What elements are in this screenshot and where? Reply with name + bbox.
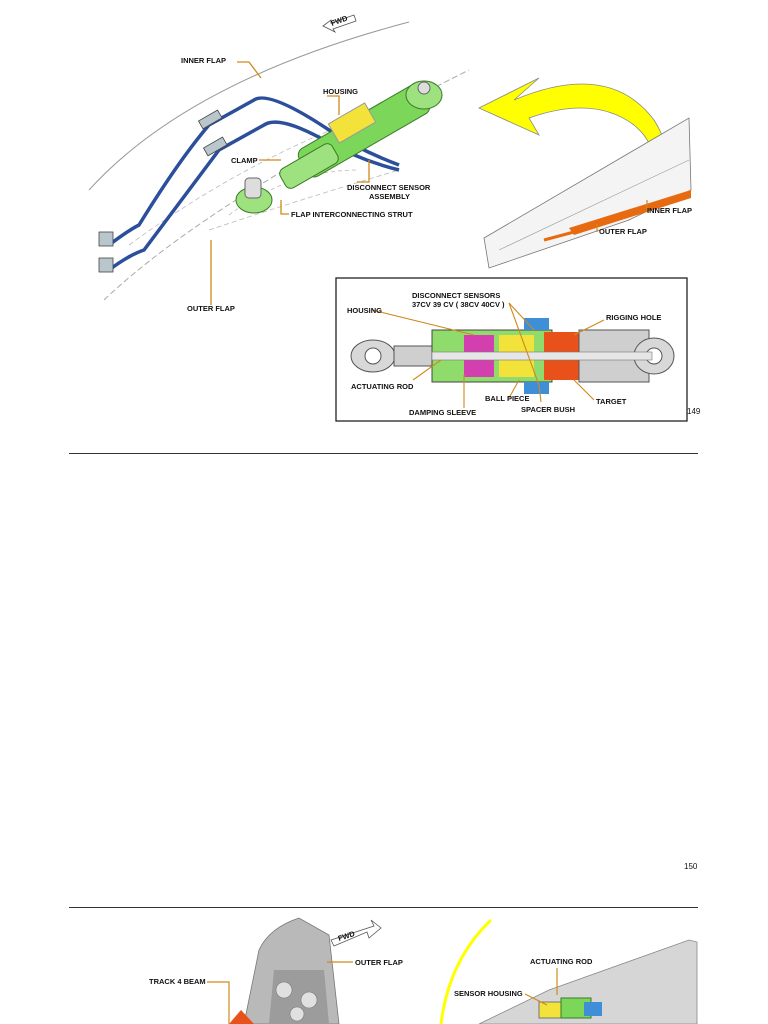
label-inner-flap: INNER FLAP bbox=[181, 56, 226, 65]
strut-sensor-figure: FWD INNER FLAP HOUSING CLAMP DISCONNECT … bbox=[88, 13, 701, 422]
inset-label-target: TARGET bbox=[596, 397, 627, 406]
label-disconnect-sensor-assembly: ASSEMBLY bbox=[369, 192, 410, 201]
label-wing-outer-flap: OUTER FLAP bbox=[599, 227, 647, 236]
label-disconnect-sensor: DISCONNECT SENSOR bbox=[347, 183, 431, 192]
inset-label-housing: HOUSING bbox=[347, 306, 382, 315]
label-actuating-rod-2: ACTUATING ROD bbox=[530, 957, 593, 966]
wing-sketch bbox=[483, 117, 692, 269]
label-track-beam: TRACK 4 BEAM bbox=[149, 977, 206, 986]
inset-label-sensors-ids: 37CV 39 CV ( 38CV 40CV ) bbox=[412, 300, 505, 309]
label-sensor-housing: SENSOR HOUSING bbox=[454, 989, 523, 998]
beam-leaders bbox=[207, 961, 558, 1024]
inset-leader-lines bbox=[371, 302, 605, 408]
label-outer-flap: OUTER FLAP bbox=[187, 304, 235, 313]
page-number-149: 149 bbox=[687, 407, 701, 416]
fwd-arrow-icon-2: FWD bbox=[330, 919, 382, 947]
page-divider-2 bbox=[69, 907, 698, 908]
label-flap-strut: FLAP INTERCONNECTING STRUT bbox=[291, 210, 413, 219]
label-outer-flap-2: OUTER FLAP bbox=[355, 958, 403, 967]
page-divider-1 bbox=[69, 453, 698, 454]
page-number-150: 150 bbox=[684, 862, 698, 871]
inset-label-actuating-rod: ACTUATING ROD bbox=[351, 382, 414, 391]
inset-label-rigging-hole: RIGGING HOLE bbox=[606, 313, 661, 322]
label-housing: HOUSING bbox=[323, 87, 358, 96]
inset-label-ball-piece: BALL PIECE bbox=[485, 394, 529, 403]
wing-leaders bbox=[596, 200, 648, 232]
fwd-arrow-icon: FWD bbox=[322, 13, 357, 34]
inset-label-spacer-bush: SPACER BUSH bbox=[521, 405, 575, 414]
sensor-detail-inset bbox=[335, 277, 688, 422]
inset-label-sensors: DISCONNECT SENSORS bbox=[412, 291, 500, 300]
label-wing-inner-flap: INNER FLAP bbox=[647, 206, 692, 215]
label-clamp: CLAMP bbox=[231, 156, 258, 165]
connector-icons bbox=[98, 109, 228, 273]
sensor-housing-part bbox=[538, 997, 602, 1019]
strut-assembly bbox=[235, 80, 443, 214]
leader-lines bbox=[210, 61, 370, 305]
track-beam-figure: FWD OUTER FLAP TRACK 4 BEAM ACTUATING RO… bbox=[149, 917, 698, 1024]
inset-label-damping-sleeve: DAMPING SLEEVE bbox=[409, 408, 476, 417]
